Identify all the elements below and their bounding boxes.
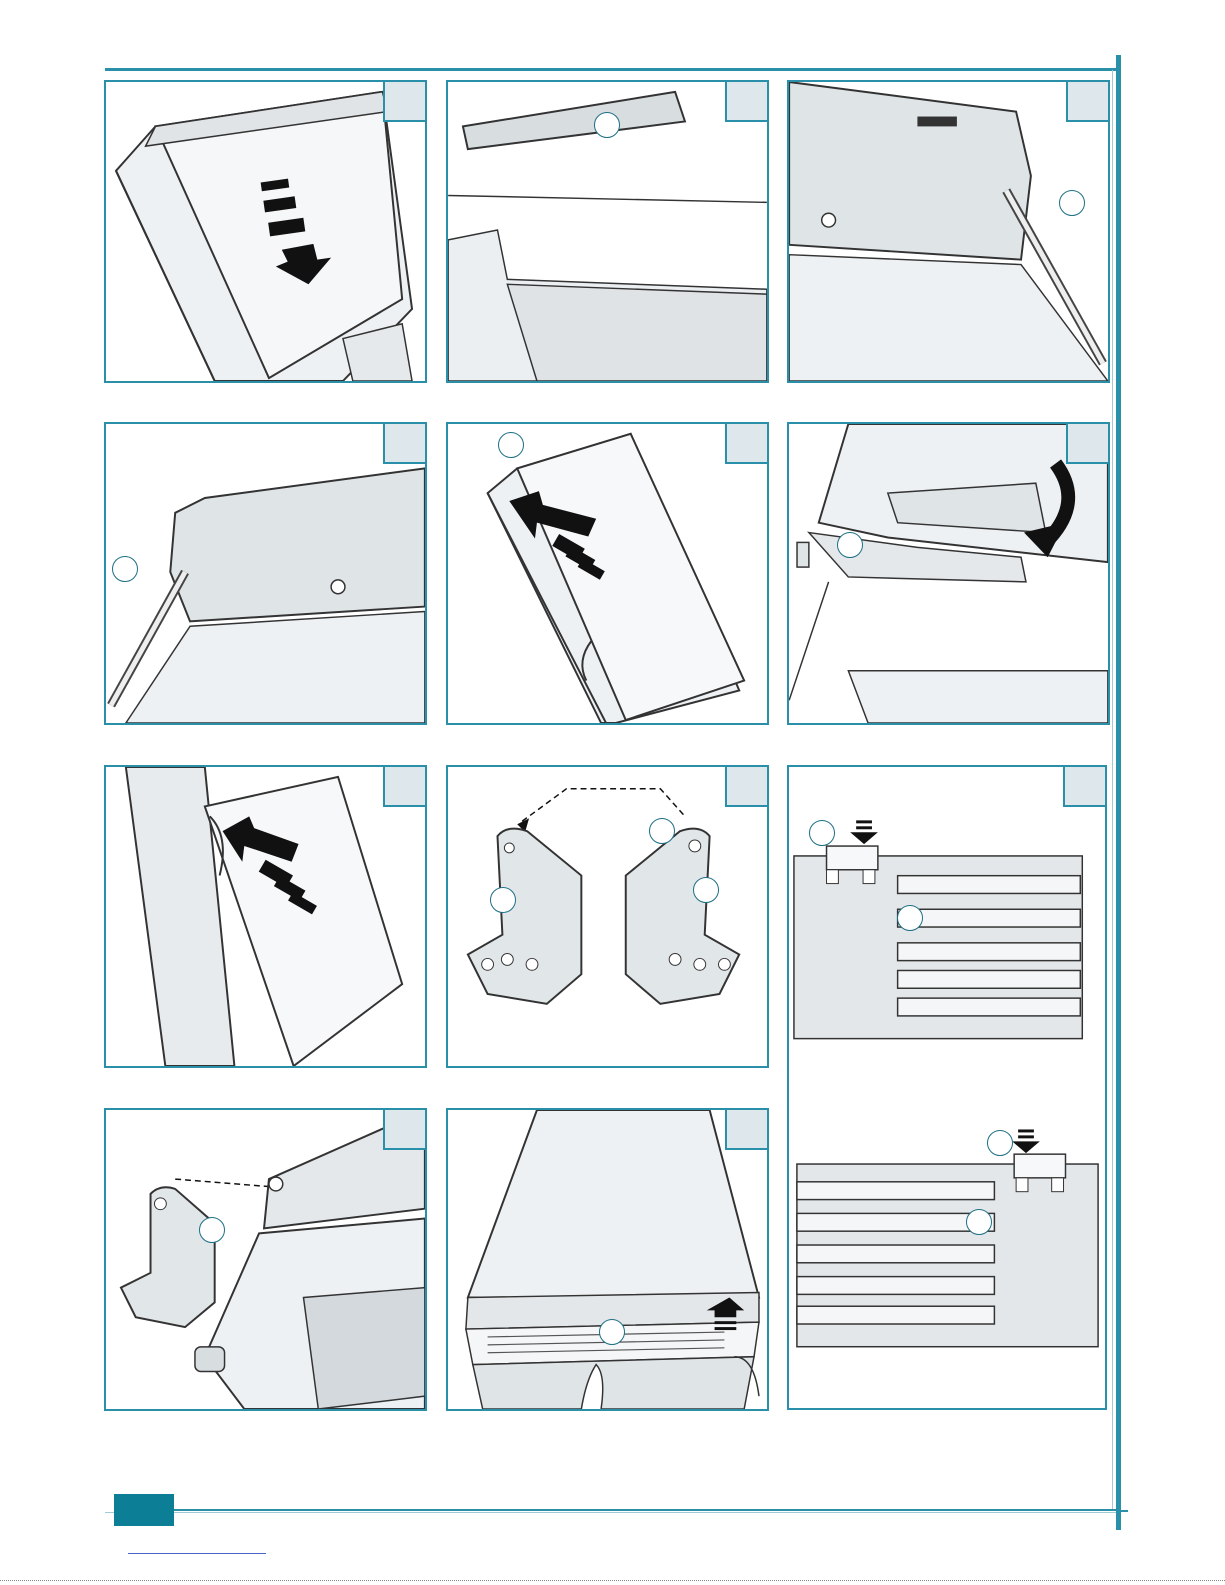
bracket-mount-icon [106, 1110, 425, 1409]
trim-line [0, 1580, 1225, 1581]
figure-number-box [383, 1110, 425, 1150]
bottom-rule-inner [105, 1512, 1116, 1513]
bottom-rule [172, 1509, 1116, 1511]
callout-marker [649, 818, 675, 844]
callout-marker [897, 905, 923, 931]
figure-number-box [725, 82, 767, 122]
figure-number-box [383, 82, 425, 122]
callout-marker [199, 1217, 225, 1243]
callout-marker [594, 112, 620, 138]
figure-10-panel [104, 1108, 427, 1411]
callout-marker [112, 556, 138, 582]
door-lift-arrow-icon [448, 424, 767, 723]
figure-11-panel [446, 1108, 769, 1411]
callout-marker [966, 1209, 992, 1235]
footer-underline [128, 1553, 266, 1554]
figure-number-box [1066, 424, 1108, 464]
right-rule-inner [1112, 70, 1113, 1510]
page-number-tab [114, 1494, 174, 1526]
hinge-pin-screwdriver-right-icon [789, 82, 1108, 381]
callout-marker [498, 432, 524, 458]
callout-marker [809, 820, 835, 846]
figure-number-box [383, 424, 425, 464]
figure-6-panel [787, 422, 1110, 725]
hinge-pin-screwdriver-left-icon [106, 424, 425, 723]
vent-grille-clip-icon [789, 767, 1105, 1408]
lower-door-lift-arrow-icon [106, 767, 425, 1066]
figure-number-box [1063, 767, 1105, 807]
figure-8-panel [446, 765, 769, 1068]
figure-number-box [725, 767, 767, 807]
callout-marker [837, 532, 863, 558]
refrigerator-door-down-arrow-icon [106, 82, 425, 381]
figure-3-panel [787, 80, 1110, 383]
figure-number-box [383, 767, 425, 807]
bottom-tick [1121, 1510, 1128, 1512]
base-grille-remove-icon [448, 1110, 767, 1409]
callout-marker [987, 1130, 1013, 1156]
top-rule [105, 68, 1117, 71]
figure-2-panel [446, 80, 769, 383]
callout-marker [693, 877, 719, 903]
figure-5-panel [446, 422, 769, 725]
figure-9-panel [787, 765, 1107, 1410]
figure-number-box [725, 1110, 767, 1150]
figure-number-box [725, 424, 767, 464]
figure-number-box [1066, 82, 1108, 122]
figure-4-panel [104, 422, 427, 725]
callout-marker [599, 1319, 625, 1345]
figure-7-panel [104, 765, 427, 1068]
hinge-bracket-swap-icon [448, 767, 767, 1066]
right-rule [1116, 55, 1121, 1530]
callout-marker [490, 887, 516, 913]
figure-1-panel [104, 80, 427, 383]
door-hinge-rotate-arrow-icon [789, 424, 1108, 723]
callout-marker [1059, 190, 1085, 216]
